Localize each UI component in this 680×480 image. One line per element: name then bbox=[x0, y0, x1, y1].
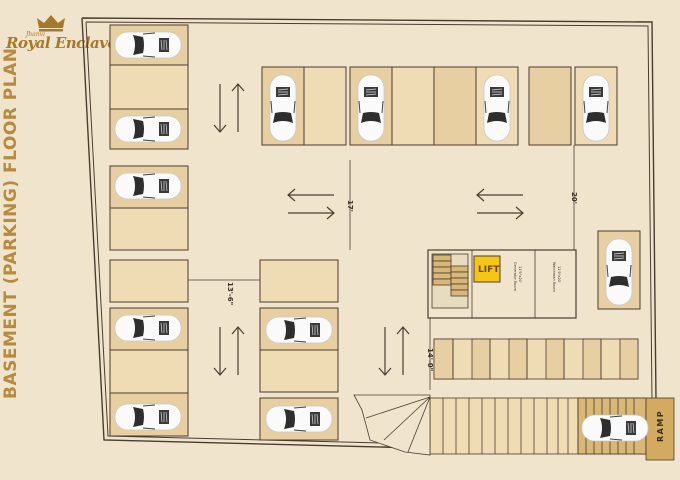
ramp-label: RAMP bbox=[656, 410, 665, 442]
left-stalls bbox=[109, 24, 189, 437]
dimension-right-aisle: 20' bbox=[570, 192, 578, 204]
dimension-left-aisle: 13'-6" bbox=[226, 282, 234, 305]
lift-label: LIFT bbox=[478, 265, 500, 275]
brand-small-text: Jhanvi bbox=[26, 31, 46, 38]
watchman-room-size: 11'9"x20' bbox=[557, 266, 561, 283]
generator-room-size: 11'9"x20' bbox=[518, 266, 522, 283]
generator-room-label: Generator Room bbox=[513, 262, 517, 291]
brand-name: Royal Enclave bbox=[6, 34, 117, 52]
watchman-room-label: Watchman Room bbox=[552, 262, 556, 292]
crown-icon bbox=[37, 15, 65, 32]
dimension-center-aisle: 17' bbox=[346, 200, 354, 212]
dimension-lower-aisle: 14'-0" bbox=[426, 348, 434, 371]
lift bbox=[473, 255, 501, 283]
